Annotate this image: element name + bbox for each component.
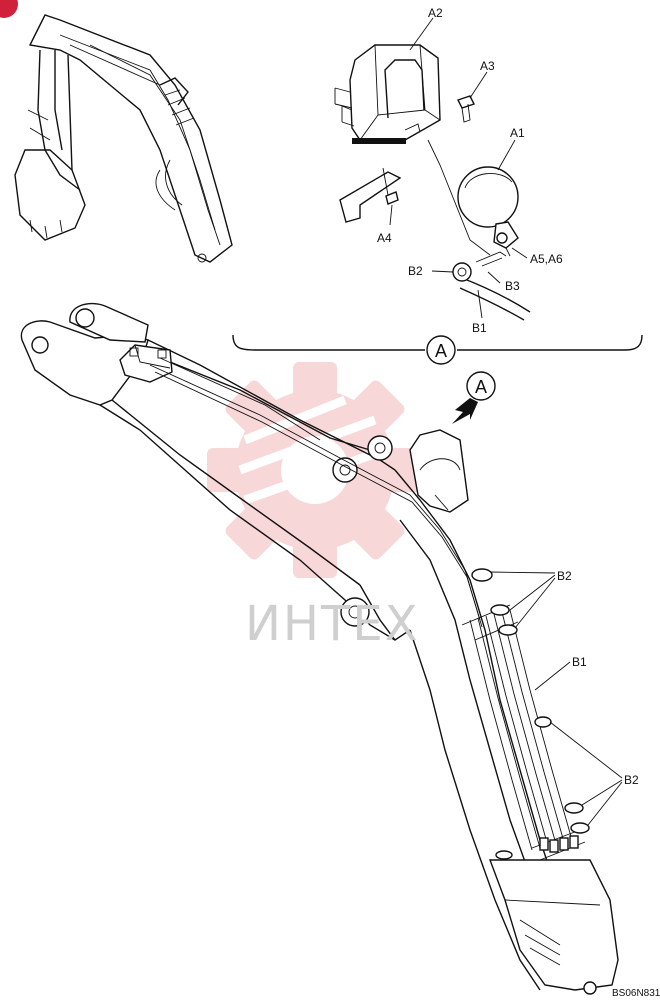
hose-clamps-b2 — [471, 568, 590, 860]
detail-view-a — [232, 17, 643, 365]
view-arrow-a — [452, 371, 496, 424]
overview-excavator-arm — [14, 14, 233, 263]
hose-b1-detail — [452, 251, 531, 321]
bracket-a2 — [334, 44, 441, 144]
label-a2: A2 — [428, 6, 443, 20]
label-a1: A1 — [510, 126, 525, 140]
watermark-gear-icon — [207, 362, 423, 578]
label-b2-detail: B2 — [408, 264, 423, 278]
label-a5-a6: A5,A6 — [530, 252, 563, 266]
ball-valve-a1 — [457, 166, 519, 257]
hose-fittings — [539, 835, 579, 853]
bolt-a3 — [457, 95, 475, 123]
label-b1-main: B1 — [572, 655, 587, 669]
label-a4: A4 — [377, 231, 392, 245]
hose-bundle — [461, 604, 586, 861]
label-b2-upper: B2 — [557, 569, 572, 583]
clamp-plate-a4 — [339, 167, 402, 223]
view-marker-a: A — [475, 377, 487, 397]
detail-marker-a: A — [435, 341, 447, 361]
label-a3: A3 — [480, 59, 495, 73]
label-b1-detail: B1 — [472, 321, 487, 335]
drawing-code: BS06N831 — [612, 988, 660, 999]
watermark-text: ИНТЕХ — [245, 596, 420, 652]
label-b2-lower: B2 — [624, 773, 639, 787]
corner-badge — [0, 0, 18, 18]
main-boom-assembly — [20, 302, 619, 995]
label-b3: B3 — [505, 279, 520, 293]
